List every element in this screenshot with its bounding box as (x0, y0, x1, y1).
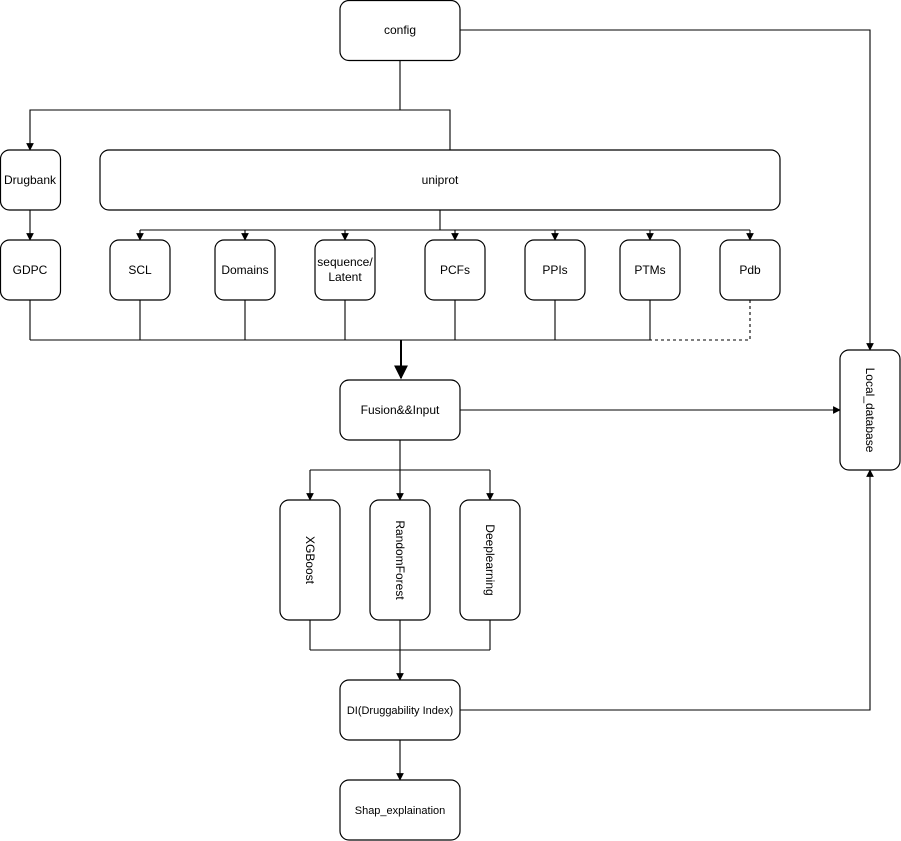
node-pcfs-label: PCFs (440, 263, 470, 277)
node-drugbank[interactable]: Drugbank (0, 149, 62, 211)
node-config[interactable]: config (339, 0, 461, 62)
node-config-label: config (384, 23, 416, 37)
edge-config-uniprot (400, 109, 454, 159)
edge-config-local-database (460, 29, 874, 351)
node-local-database[interactable]: Local_database (839, 349, 901, 471)
edge-di-local-database (460, 469, 874, 711)
node-random-forest-label: RandomForest (393, 520, 407, 600)
node-uniprot-label: uniprot (422, 173, 459, 187)
node-scl[interactable]: SCL (109, 239, 171, 301)
node-gdpc-label: GDPC (13, 263, 48, 277)
node-local-database-label: Local_database (863, 368, 877, 453)
node-pdb[interactable]: Pdb (719, 239, 781, 301)
node-di[interactable]: DI(Druggability Index) (339, 679, 461, 741)
node-di-label: DI(Druggability Index) (347, 705, 453, 717)
node-ptms[interactable]: PTMs (619, 239, 681, 301)
node-pcfs[interactable]: PCFs (424, 239, 486, 301)
node-ptms-label: PTMs (634, 263, 665, 277)
edges (26, 29, 874, 781)
node-deeplearning[interactable]: Deeplearning (459, 499, 521, 621)
edge-pdb-dashed (652, 300, 751, 341)
node-uniprot[interactable]: uniprot (99, 149, 781, 211)
node-ppis-label: PPIs (542, 263, 567, 277)
edge-config-drugbank (26, 109, 400, 151)
node-shap-label: Shap_explaination (355, 805, 446, 817)
node-fusion[interactable]: Fusion&&Input (339, 379, 461, 441)
node-xgboost[interactable]: XGBoost (279, 499, 341, 621)
node-pdb-label: Pdb (739, 263, 761, 277)
node-scl-label: SCL (128, 263, 152, 277)
node-fusion-label: Fusion&&Input (361, 403, 440, 417)
node-domains[interactable]: Domains (214, 239, 276, 301)
node-shap[interactable]: Shap_explaination (339, 779, 461, 841)
node-gdpc[interactable]: GDPC (0, 239, 62, 301)
node-deeplearning-label: Deeplearning (483, 524, 497, 595)
node-domains-label: Domains (221, 263, 268, 277)
node-random-forest[interactable]: RandomForest (369, 499, 431, 621)
node-sequence-latent[interactable]: sequence/ Latent (314, 239, 376, 301)
node-drugbank-label: Drugbank (4, 173, 57, 187)
node-ppis[interactable]: PPIs (524, 239, 586, 301)
node-sequence-latent-line2: Latent (328, 270, 362, 284)
node-xgboost-label: XGBoost (303, 536, 317, 585)
node-sequence-latent-line1: sequence/ (317, 255, 373, 269)
